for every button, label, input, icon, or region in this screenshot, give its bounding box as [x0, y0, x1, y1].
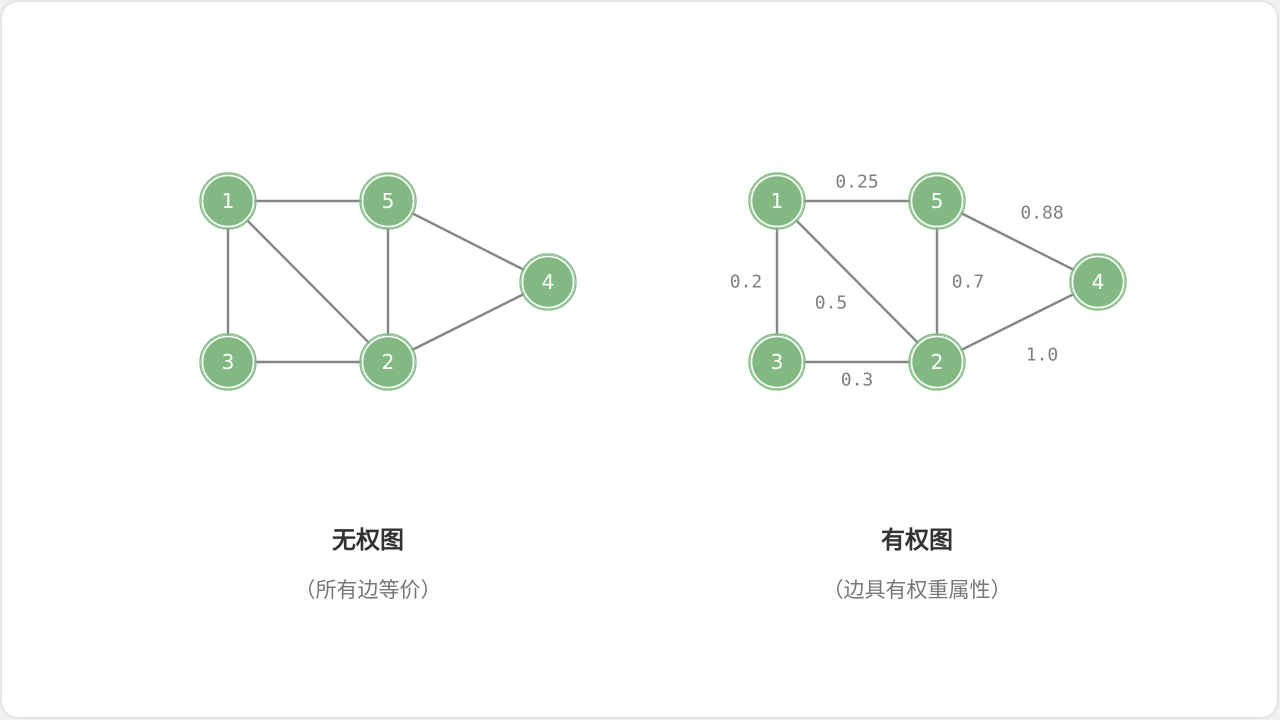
weighted-node-4: 4 [1069, 253, 1127, 311]
node-label: 2 [382, 350, 395, 374]
unweighted-graph-nodes: 1 5 4 3 2 [199, 172, 577, 391]
edge-weight-1-3: 0.2 [730, 272, 763, 293]
weighted-node-3: 3 [748, 333, 806, 391]
node-label: 4 [1092, 270, 1105, 294]
weighted-graph-subtitle: （边具有权重属性） [822, 578, 1012, 602]
weighted-graph-edge-weights: 0.25 0.2 0.5 0.7 0.88 0.3 1.0 [730, 172, 1064, 391]
edge-weight-1-2: 0.5 [815, 293, 848, 314]
unweighted-edge-1-2 [227, 200, 389, 363]
node-label: 3 [771, 350, 784, 374]
unweighted-node-2: 2 [359, 333, 417, 391]
node-label: 1 [771, 189, 784, 213]
weighted-node-1: 1 [748, 172, 806, 230]
node-label: 4 [542, 270, 555, 294]
edge-weight-5-4: 0.88 [1020, 203, 1063, 224]
unweighted-node-3: 3 [199, 333, 257, 391]
unweighted-node-5: 5 [359, 172, 417, 230]
unweighted-node-4: 4 [519, 253, 577, 311]
edge-weight-1-5: 0.25 [835, 172, 878, 193]
node-label: 3 [222, 350, 235, 374]
unweighted-edge-5-4 [387, 199, 549, 284]
weighted-node-5: 5 [908, 172, 966, 230]
unweighted-edge-2-4 [387, 280, 549, 364]
node-label: 1 [222, 189, 235, 213]
node-label: 5 [382, 189, 395, 213]
weighted-edge-5-4 [936, 199, 1099, 284]
edge-weight-2-4: 1.0 [1026, 345, 1059, 366]
weighted-edge-2-4 [936, 280, 1099, 364]
node-label: 2 [931, 350, 944, 374]
node-label: 5 [931, 189, 944, 213]
weighted-graph-title: 有权图 [881, 526, 953, 554]
weighted-edge-1-2 [776, 200, 938, 363]
edge-weight-3-2: 0.3 [841, 370, 874, 391]
unweighted-graph-subtitle: （所有边等价） [294, 578, 442, 602]
unweighted-graph-title: 无权图 [332, 526, 404, 554]
weighted-graph-nodes: 1 5 4 3 2 [748, 172, 1127, 391]
unweighted-node-1: 1 [199, 172, 257, 230]
weighted-node-2: 2 [908, 333, 966, 391]
edge-weight-5-2: 0.7 [952, 272, 985, 293]
